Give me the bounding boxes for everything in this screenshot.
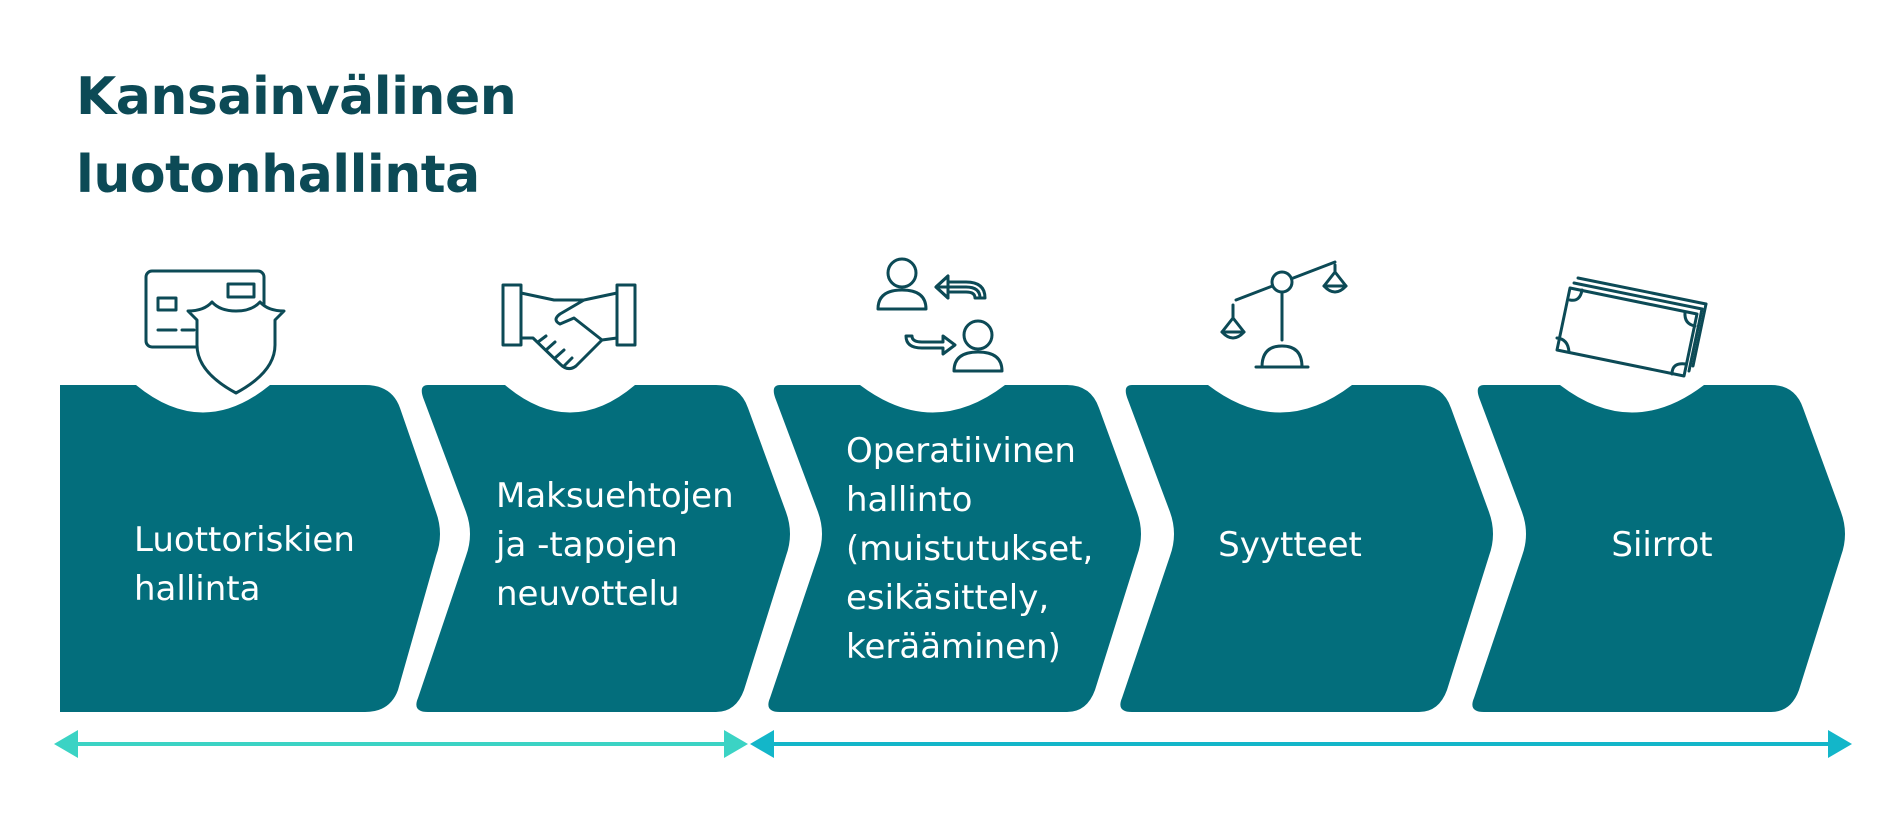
people-exchange-icon (876, 257, 1004, 373)
step-4-label-line: Syytteet (1218, 524, 1362, 565)
handshake-icon (501, 283, 637, 371)
step-2-chevron (416, 385, 790, 712)
step-1-label-line: Luottoriskien (134, 520, 355, 560)
title-line-1: Kansainvälinen (76, 67, 517, 127)
step-3-label-line: kerääminen) (846, 626, 1061, 667)
step-3-label-line: Operatiivinen (846, 430, 1076, 471)
step-1-label-line: hallinta (134, 569, 261, 609)
step-3-label-line: (muistutukset, (846, 528, 1094, 569)
step-5-label-line: Siirrot (1611, 524, 1713, 565)
card-shield-icon (144, 269, 286, 395)
step-2-label-line: ja -tapojen (496, 524, 678, 565)
step-1-label: Luottoriskien hallinta (134, 480, 394, 650)
step-3-label-line: hallinto (846, 479, 973, 520)
step-2-label-line: neuvottelu (496, 573, 680, 614)
step-1-chevron (60, 385, 440, 712)
step-3-label-line: esikäsittely, (846, 577, 1050, 618)
phase-arrow-right (750, 730, 1852, 758)
step-2-label-line: Maksuehtojen (496, 475, 734, 516)
title-line-2: luotonhallinta (76, 145, 480, 205)
step-4-chevron (1120, 385, 1493, 712)
step-3-chevron (768, 385, 1141, 712)
step-5-label: Siirrot (1552, 505, 1772, 585)
step-5-chevron (1472, 385, 1845, 712)
step-2-label: Maksuehtojen ja -tapojen neuvottelu (496, 460, 766, 630)
phase-arrow-left (54, 730, 748, 758)
banknotes-icon (1555, 276, 1708, 378)
diagram-title: Kansainvälinen luotonhallinta (76, 58, 517, 214)
step-3-label: Operatiivinen hallinto (muistutukset, es… (846, 425, 1136, 673)
scales-icon (1220, 260, 1348, 369)
step-4-label: Syytteet (1180, 505, 1400, 585)
